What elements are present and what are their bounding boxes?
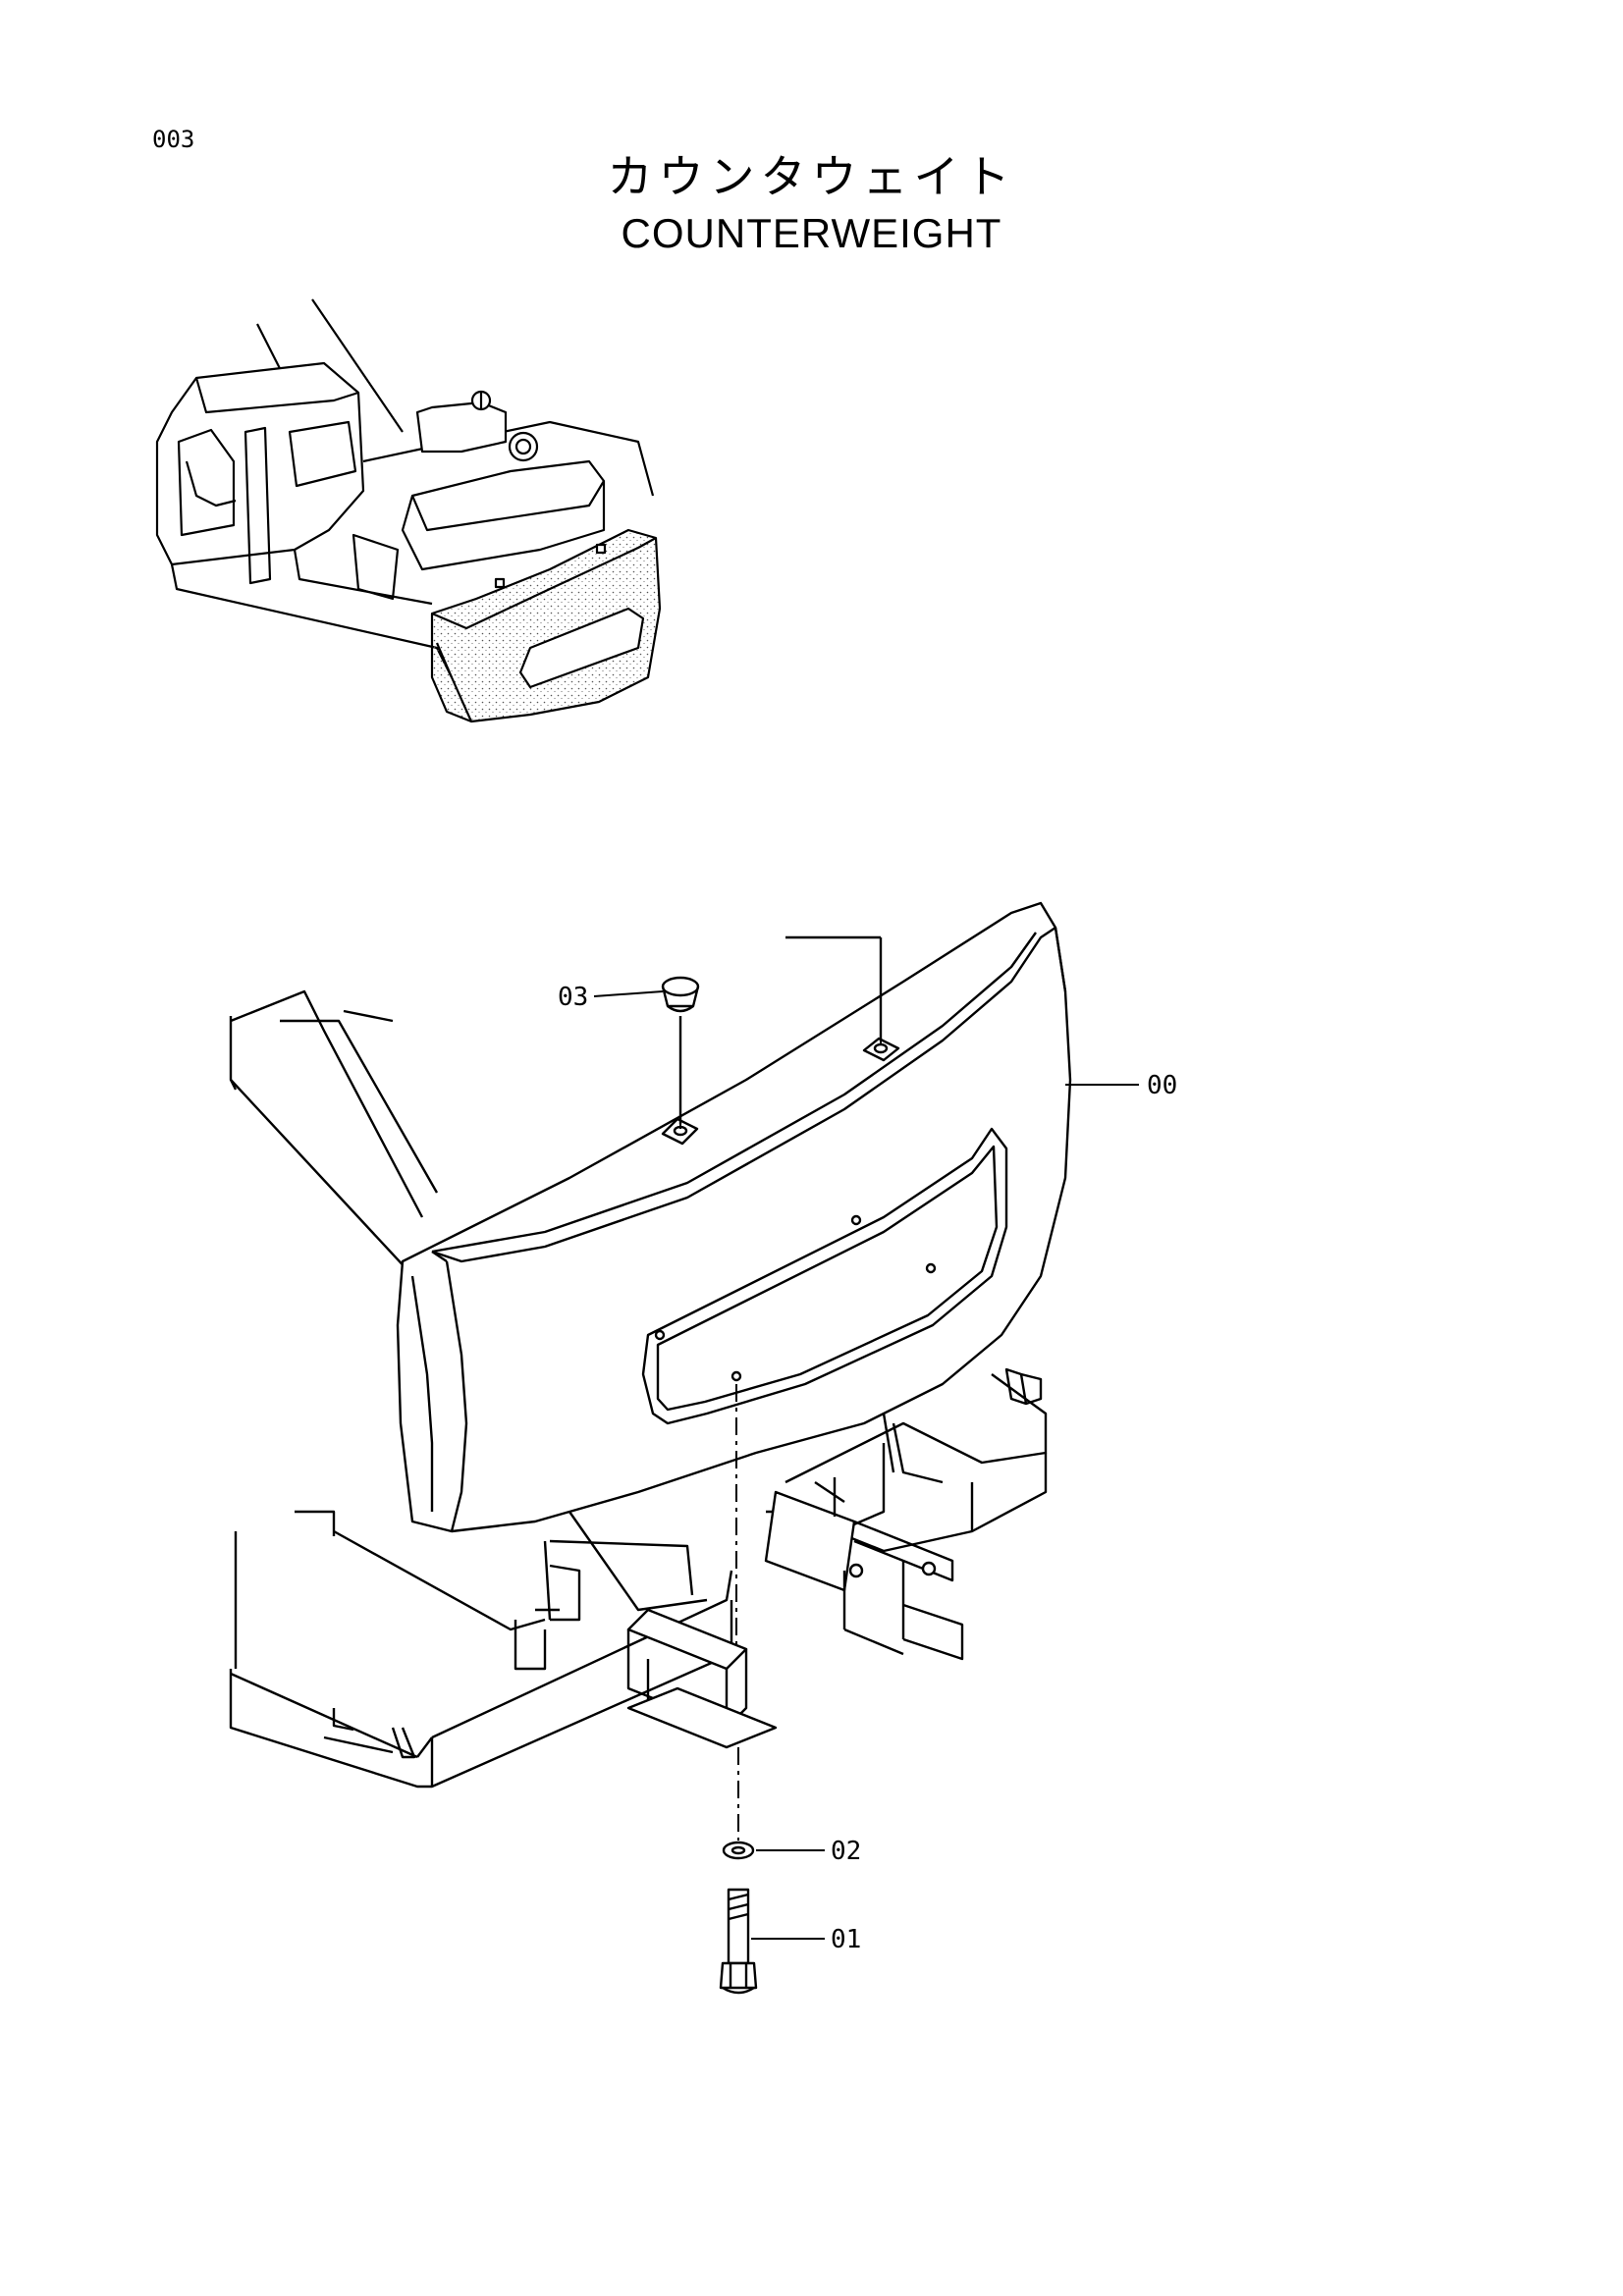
callout-labels: 03 00 02 01	[558, 983, 1177, 1954]
excavator-overview	[155, 298, 662, 723]
callout-03: 03	[558, 983, 588, 1012]
counterweight-exploded-view	[229, 901, 1072, 1995]
callout-00: 00	[1147, 1071, 1177, 1100]
callouts	[593, 990, 1139, 1940]
title-block: カウンタウェイト COUNTERWEIGHT	[0, 147, 1623, 261]
page-number: 003	[152, 126, 195, 153]
callout-01: 01	[831, 1925, 861, 1954]
title-english: COUNTERWEIGHT	[621, 210, 1002, 256]
callout-02: 02	[831, 1837, 861, 1866]
title-japanese: カウンタウェイト	[607, 150, 1016, 203]
leader-line-03	[593, 990, 664, 997]
